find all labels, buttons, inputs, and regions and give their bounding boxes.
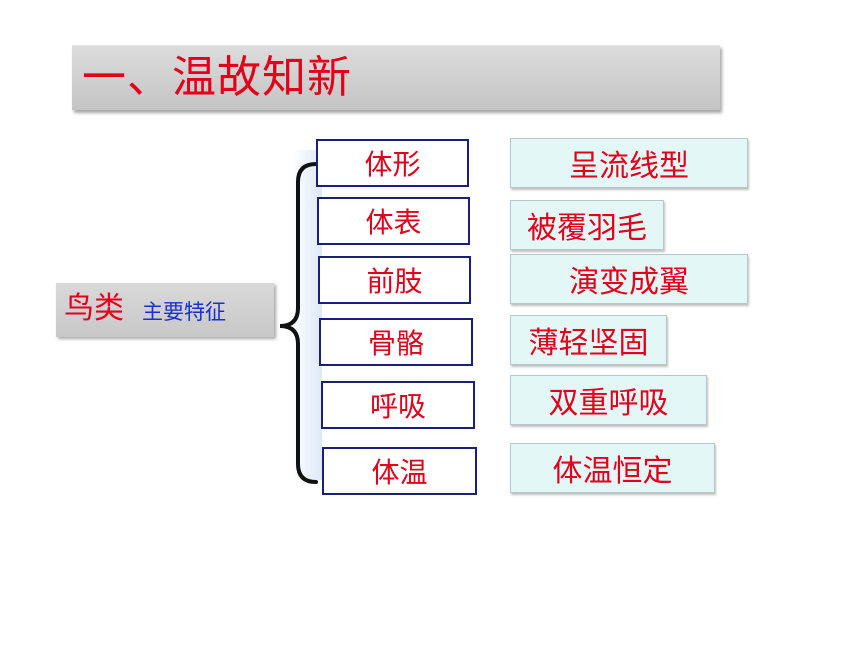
value-box-bone: 薄轻坚固	[510, 315, 667, 365]
title-banner: 一、温故知新	[72, 45, 720, 110]
value-label: 呈流线型	[569, 149, 689, 184]
category-main-label: 鸟类	[64, 291, 124, 326]
value-label: 双重呼吸	[548, 386, 669, 421]
curly-brace	[279, 162, 318, 484]
value-label: 薄轻坚固	[528, 326, 649, 361]
value-label: 体温恒定	[552, 454, 673, 489]
feature-box-body-temperature: 体温	[322, 447, 477, 495]
feature-box-forelimb: 前肢	[318, 256, 471, 304]
feature-label: 体温	[371, 456, 428, 489]
feature-label: 骨骼	[367, 327, 424, 360]
value-label: 被覆羽毛	[527, 211, 647, 246]
category-sub-label: 主要特征	[142, 300, 226, 324]
value-box-respiration: 双重呼吸	[510, 375, 707, 425]
value-box-forelimb: 演变成翼	[510, 254, 748, 304]
value-box-body-shape: 呈流线型	[510, 138, 748, 188]
feature-box-respiration: 呼吸	[321, 381, 475, 429]
value-box-body-surface: 被覆羽毛	[510, 200, 664, 250]
feature-label: 呼吸	[369, 390, 426, 423]
value-label: 演变成翼	[569, 265, 689, 300]
curly-brace-path	[279, 162, 318, 484]
feature-box-body-shape: 体形	[316, 139, 469, 187]
feature-label: 体表	[365, 206, 422, 239]
feature-label: 体形	[364, 148, 421, 181]
category-box: 鸟类 主要特征	[56, 283, 274, 337]
feature-box-bone: 骨骼	[319, 318, 473, 366]
value-box-body-temperature: 体温恒定	[510, 443, 715, 493]
feature-box-body-surface: 体表	[317, 197, 470, 245]
feature-label: 前肢	[366, 265, 423, 298]
slide-title: 一、温故知新	[82, 52, 352, 103]
